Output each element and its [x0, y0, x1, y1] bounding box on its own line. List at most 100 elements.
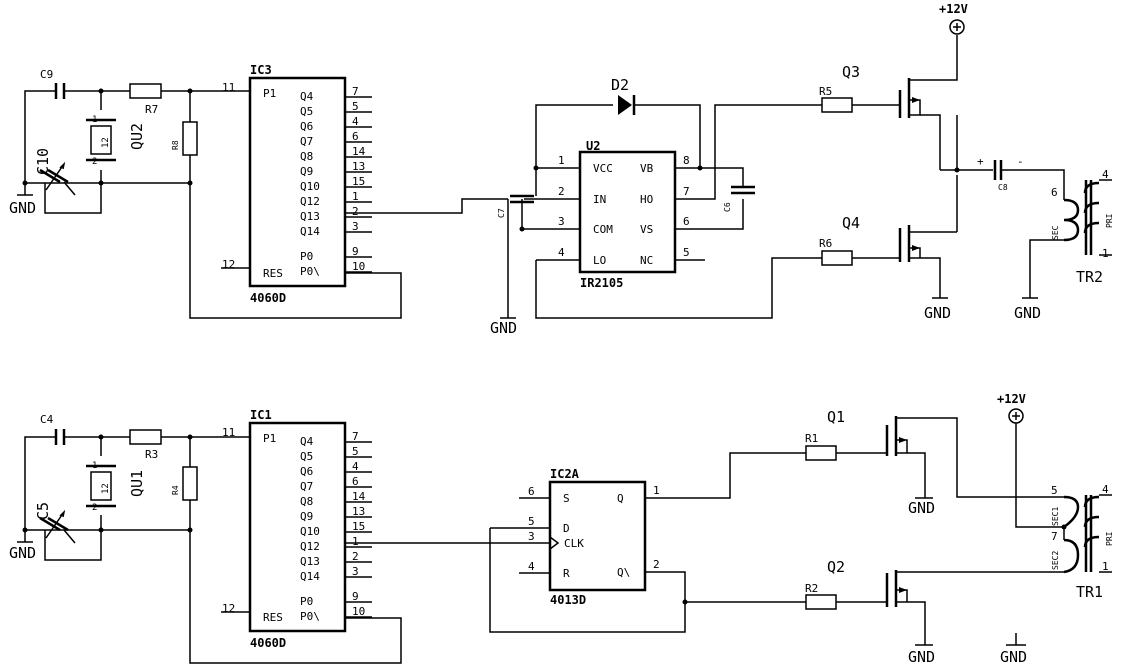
u2-pin-num: 5 — [683, 246, 690, 259]
ic3-pin-name: P0 — [300, 250, 313, 263]
gnd-label-u2: GND — [490, 319, 517, 337]
u2-pin-num: 8 — [683, 154, 690, 167]
c8-minus: - — [1017, 155, 1024, 168]
ic1-pin-num: 13 — [352, 505, 365, 518]
ic3-pin-num: 4 — [352, 115, 359, 128]
resistor-r2 — [805, 594, 837, 610]
ic3-part: 4060D — [250, 291, 286, 305]
gnd-label-q4: GND — [924, 304, 951, 322]
ic1-pin-name: Q4 — [300, 435, 314, 448]
tr2-pin6: 6 — [1051, 186, 1058, 199]
ic1-ref: IC1 — [250, 408, 272, 422]
vcc-label-top: +12V — [939, 2, 968, 16]
ic3-pin-name: Q13 — [300, 210, 320, 223]
ic3-pin-name: P0\ — [300, 265, 320, 278]
ic1-pin-name: Q10 — [300, 525, 320, 538]
ic2a-pin-name: Q — [617, 492, 624, 505]
c5-label: C5 — [34, 502, 52, 520]
bottom-oscillator: C4 R3 R4 12 1 2 QU1 C5 GND — [9, 413, 402, 664]
ic1-pin-num: 2 — [352, 550, 359, 563]
top-oscillator: C9 R7 R8 12 1 2 QU2 C10 GND — [9, 68, 402, 319]
c8-label: C8 — [998, 183, 1008, 192]
tr1-sec1-label: SEC1 — [1051, 507, 1060, 526]
ic1-pin-num: 9 — [352, 590, 359, 603]
r8-label: R8 — [171, 140, 180, 150]
ic3-pin-num: 6 — [352, 130, 359, 143]
qu1-pin1: 1 — [92, 461, 97, 471]
r6-label: R6 — [819, 237, 832, 250]
tr1-label: TR1 — [1076, 583, 1103, 601]
ic2a-pin-name: D — [563, 522, 570, 535]
ic3-pin-p1-name: P1 — [263, 87, 276, 100]
tr1-pin1: 1 — [1102, 560, 1109, 573]
ic1-pin-name: Q12 — [300, 540, 320, 553]
resistor-r5 — [821, 97, 853, 113]
ic1-pin-name: Q14 — [300, 570, 320, 583]
ic1-pin-name: Q7 — [300, 480, 313, 493]
qu2-pin1: 1 — [92, 115, 97, 125]
resistor-r3 — [129, 429, 162, 445]
ic3-pin-name: Q10 — [300, 180, 320, 193]
resistor-r8 — [182, 121, 198, 156]
r7-label: R7 — [145, 103, 158, 116]
c8-plus: + — [977, 155, 984, 168]
ic1-pin-name: Q6 — [300, 465, 313, 478]
u2-pin-num: 7 — [683, 185, 690, 198]
gnd-label-bottom-left: GND — [9, 544, 36, 562]
ic2a-pin-name: Q\ — [617, 566, 630, 579]
u2-pin-name: VB — [640, 162, 654, 175]
r1-label: R1 — [805, 432, 818, 445]
tr1-sec2-label: SEC2 — [1051, 551, 1060, 570]
bottom-mosfet-stage: R1 Q1 GND R2 Q2 GND +12V GND — [805, 392, 1067, 666]
ic3-pin-num: 14 — [352, 145, 366, 158]
q4-label: Q4 — [842, 214, 860, 232]
d2-label: D2 — [611, 76, 629, 94]
ic2a-pin-num: 5 — [528, 515, 535, 528]
qu2-inner-label: 12 — [101, 137, 111, 148]
crystal-qu1 — [90, 471, 112, 501]
ic2a-pin-num: 3 — [528, 530, 535, 543]
u2-pin-num: 4 — [558, 246, 565, 259]
ic1-pin-num: 6 — [352, 475, 359, 488]
r4-label: R4 — [171, 485, 180, 495]
ic3-pin-name: Q6 — [300, 120, 313, 133]
r5-label: R5 — [819, 85, 832, 98]
c6-label: C6 — [723, 202, 732, 212]
transformer-tr1: 5 4 7 1 SEC1 SEC2 PRI TR1 — [1051, 483, 1114, 601]
ic3-pin-num: 7 — [352, 85, 359, 98]
ic2a-pin-name: R — [563, 567, 570, 580]
tr2-pin1: 1 — [1102, 247, 1109, 260]
ic1-pin-p1-name: P1 — [263, 432, 276, 445]
c4-label: C4 — [40, 413, 54, 426]
qu2-label: QU2 — [128, 123, 146, 150]
ic1-pin-name: Q5 — [300, 450, 313, 463]
u2-pin-name: COM — [593, 223, 613, 236]
ic3-pin-name: Q8 — [300, 150, 313, 163]
ic3-pin-name: Q4 — [300, 90, 314, 103]
gnd-label-bottom-right: GND — [1000, 648, 1027, 666]
resistor-r7 — [129, 83, 162, 99]
ic1-pin-name: Q9 — [300, 510, 313, 523]
resistor-r6 — [821, 250, 853, 266]
ic1-pin-name: Q8 — [300, 495, 313, 508]
ic3-ref: IC3 — [250, 63, 272, 77]
gnd-label-tr2: GND — [1014, 304, 1041, 322]
ic3-pin-name: Q9 — [300, 165, 313, 178]
ic2a-pin-name: S — [563, 492, 570, 505]
ic1-pin-name: P0\ — [300, 610, 320, 623]
c10-label: C10 — [34, 148, 52, 175]
ic1-pin-num: 1 — [352, 535, 359, 548]
r3-label: R3 — [145, 448, 158, 461]
tr2-pin4: 4 — [1102, 168, 1109, 181]
qu1-inner-label: 12 — [101, 483, 111, 494]
top-mosfet-stage: R5 Q3 +12V + - C8 R6 Q4 GND — [819, 2, 1065, 322]
qu2-pin2: 2 — [92, 157, 97, 167]
ic2a-pin-num: 2 — [653, 558, 660, 571]
ic1-pin-p1-num: 11 — [222, 426, 235, 439]
ic1-pin-res-num: 12 — [222, 602, 235, 615]
